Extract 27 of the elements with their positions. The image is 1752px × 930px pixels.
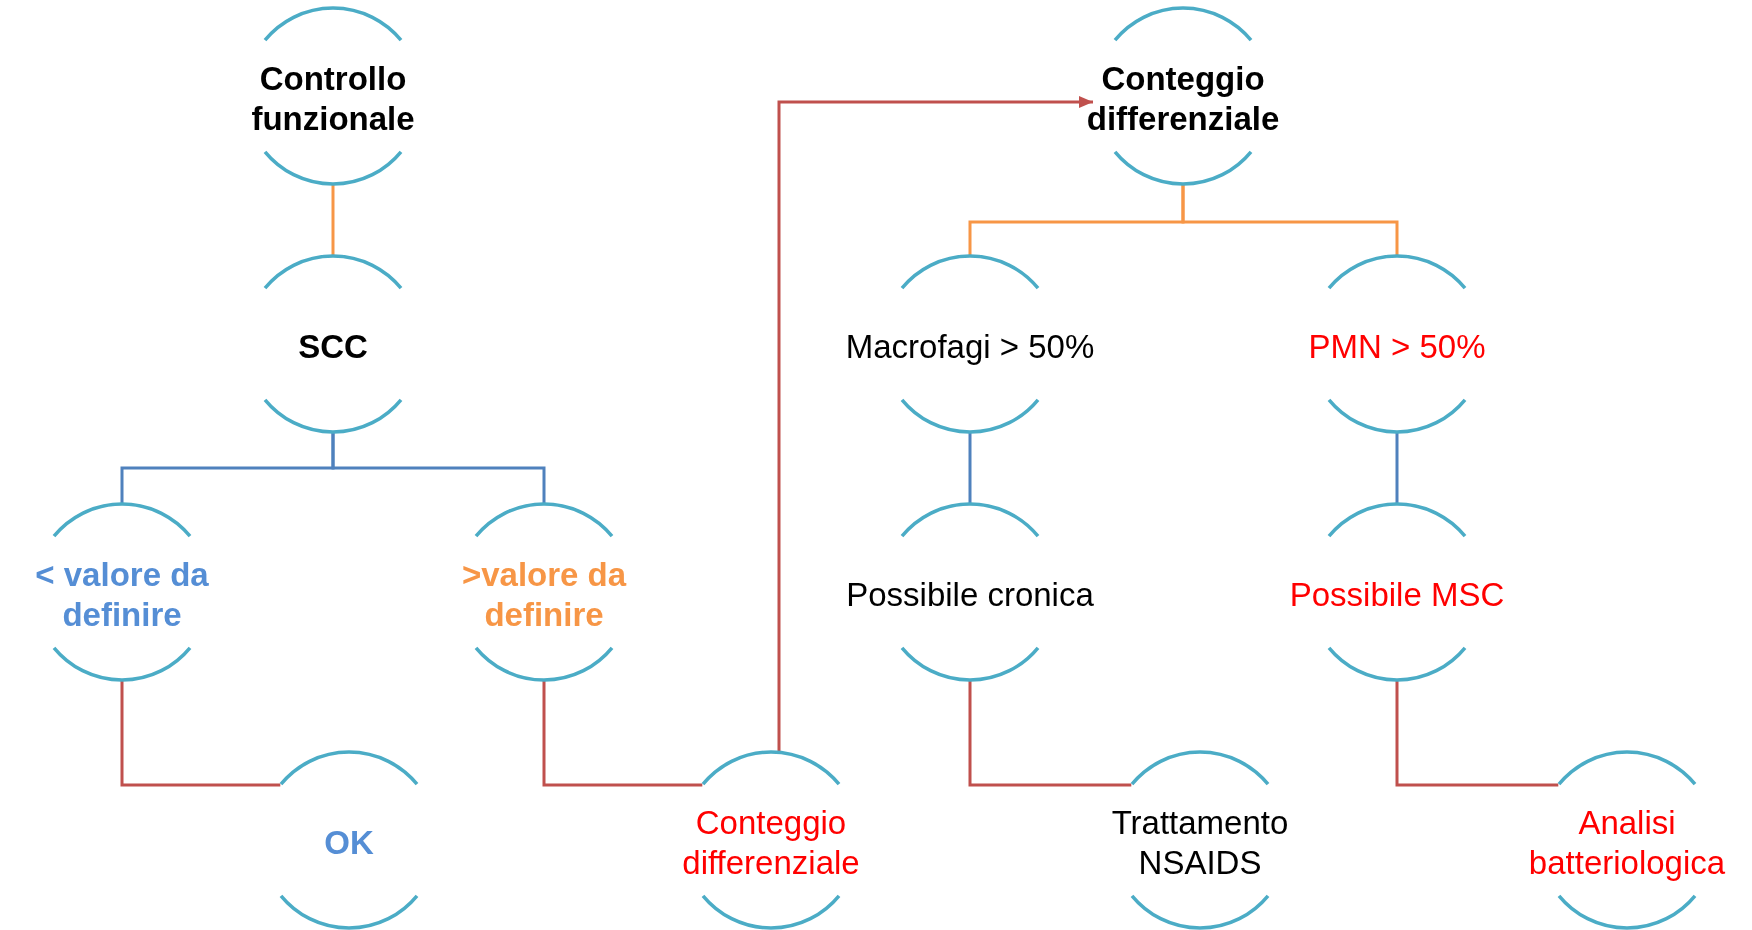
node-label: OK: [323, 823, 375, 863]
node-label: SCC: [297, 327, 369, 367]
node-label: Controllo funzionale: [250, 59, 416, 139]
arrow: [777, 96, 1093, 752]
node-label: PMN > 50%: [1307, 327, 1487, 367]
connector-line: [968, 680, 1132, 787]
connector-line: [542, 680, 703, 787]
node-label: Possibile cronica: [845, 575, 1095, 615]
connector-line: [331, 184, 335, 256]
connector-line: [1181, 184, 1399, 256]
node-label: Macrofagi > 50%: [844, 327, 1096, 367]
connector-line: [120, 680, 281, 787]
connector-line: [1395, 680, 1559, 787]
node-label: Possibile MSC: [1288, 575, 1506, 615]
circle-node: [683, 752, 859, 928]
connector-line: [331, 432, 546, 504]
connector-line: [1395, 432, 1399, 504]
node-label: Analisi batteriologica: [1527, 803, 1727, 883]
node-label: Trattamento NSAIDS: [1110, 803, 1290, 883]
connector-line: [968, 432, 972, 504]
node-label: Conteggio differenziale: [681, 803, 861, 883]
node-label: < valore da definire: [34, 555, 210, 635]
node-label: Conteggio differenziale: [1085, 59, 1281, 139]
circle-node: [1309, 256, 1485, 432]
node-label: >valore da definire: [460, 555, 628, 635]
circle-node: [34, 504, 210, 680]
circle-node: [1112, 752, 1288, 928]
